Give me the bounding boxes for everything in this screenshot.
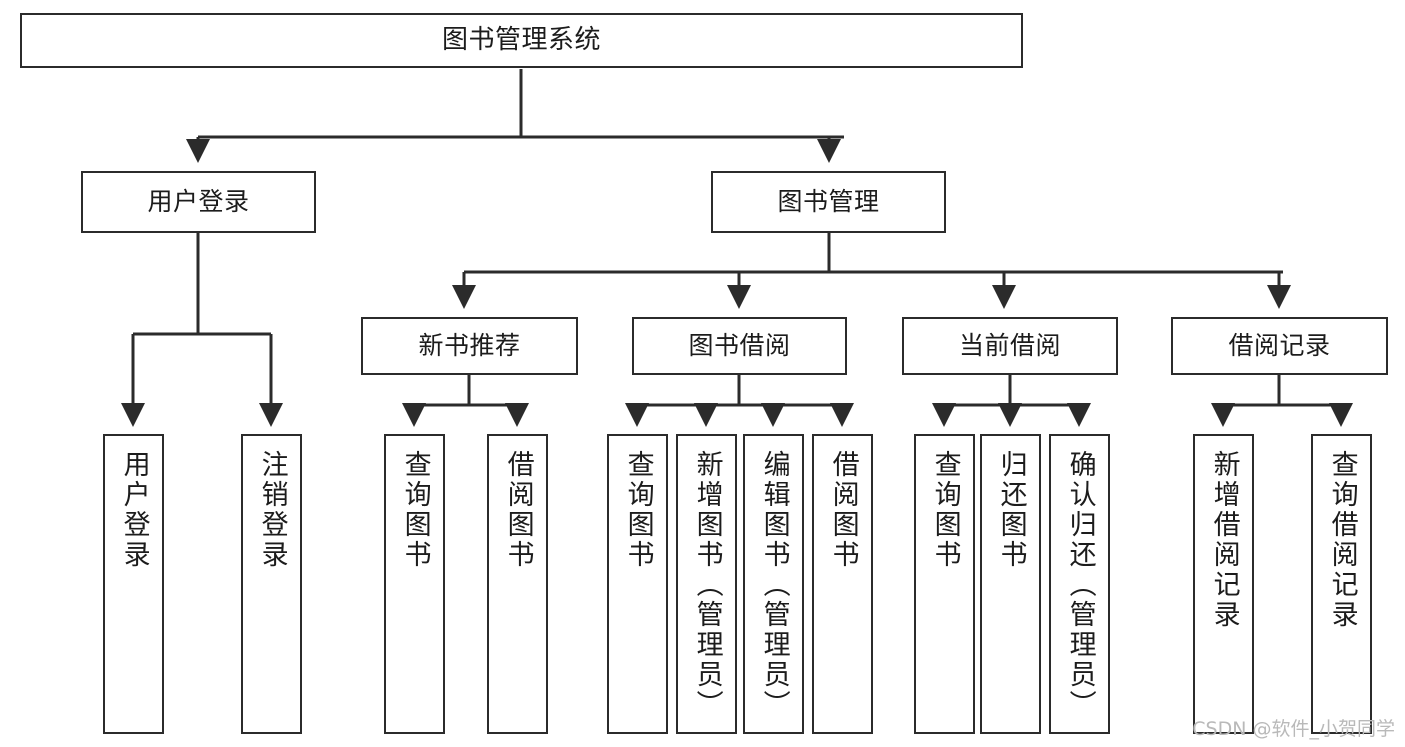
leaf-borrow-book-2-label: 借阅图书 [827, 450, 859, 570]
leaf-add-record[interactable]: 新增借阅记录 [1193, 434, 1254, 734]
node-book-manage-label: 图书管理 [777, 187, 880, 217]
leaf-add-book-label: 新增图书（管理员） [691, 450, 723, 720]
node-new-book-rec-label: 新书推荐 [418, 331, 521, 361]
node-book-borrow-label: 图书借阅 [688, 331, 791, 361]
node-book-borrow[interactable]: 图书借阅 [632, 317, 847, 375]
leaf-query-record[interactable]: 查询借阅记录 [1311, 434, 1372, 734]
leaf-borrow-book-2[interactable]: 借阅图书 [812, 434, 873, 734]
leaf-query-book-3-label: 查询图书 [929, 450, 961, 570]
node-new-book-rec[interactable]: 新书推荐 [361, 317, 578, 375]
leaf-user-login-label: 用户登录 [118, 450, 150, 570]
leaf-query-record-label: 查询借阅记录 [1326, 450, 1358, 630]
leaf-borrow-book-1[interactable]: 借阅图书 [487, 434, 548, 734]
leaf-edit-book[interactable]: 编辑图书（管理员） [743, 434, 804, 734]
leaf-return-book-label: 归还图书 [995, 450, 1027, 570]
leaf-query-book-2[interactable]: 查询图书 [607, 434, 668, 734]
leaf-query-book-1[interactable]: 查询图书 [384, 434, 445, 734]
node-user-login-label: 用户登录 [147, 187, 250, 217]
leaf-logout-label: 注销登录 [256, 450, 288, 570]
leaf-query-book-2-label: 查询图书 [622, 450, 654, 570]
node-borrow-record-label: 借阅记录 [1228, 331, 1331, 361]
node-user-login[interactable]: 用户登录 [81, 171, 316, 233]
node-borrow-record[interactable]: 借阅记录 [1171, 317, 1388, 375]
leaf-user-login[interactable]: 用户登录 [103, 434, 164, 734]
node-current-borrow[interactable]: 当前借阅 [902, 317, 1118, 375]
node-root-label: 图书管理系统 [441, 25, 601, 56]
leaf-logout[interactable]: 注销登录 [241, 434, 302, 734]
leaf-borrow-book-1-label: 借阅图书 [502, 450, 534, 570]
leaf-confirm-return-label: 确认归还（管理员） [1064, 450, 1096, 720]
leaf-return-book[interactable]: 归还图书 [980, 434, 1041, 734]
leaf-query-book-1-label: 查询图书 [399, 450, 431, 570]
leaf-edit-book-label: 编辑图书（管理员） [758, 450, 790, 720]
leaf-confirm-return[interactable]: 确认归还（管理员） [1049, 434, 1110, 734]
node-root[interactable]: 图书管理系统 [20, 13, 1023, 68]
leaf-query-book-3[interactable]: 查询图书 [914, 434, 975, 734]
leaf-add-record-label: 新增借阅记录 [1208, 450, 1240, 630]
node-book-manage[interactable]: 图书管理 [711, 171, 946, 233]
node-current-borrow-label: 当前借阅 [958, 331, 1061, 361]
leaf-add-book[interactable]: 新增图书（管理员） [676, 434, 737, 734]
csdn-watermark: CSDN @软件_小贺同学 [1192, 718, 1395, 740]
